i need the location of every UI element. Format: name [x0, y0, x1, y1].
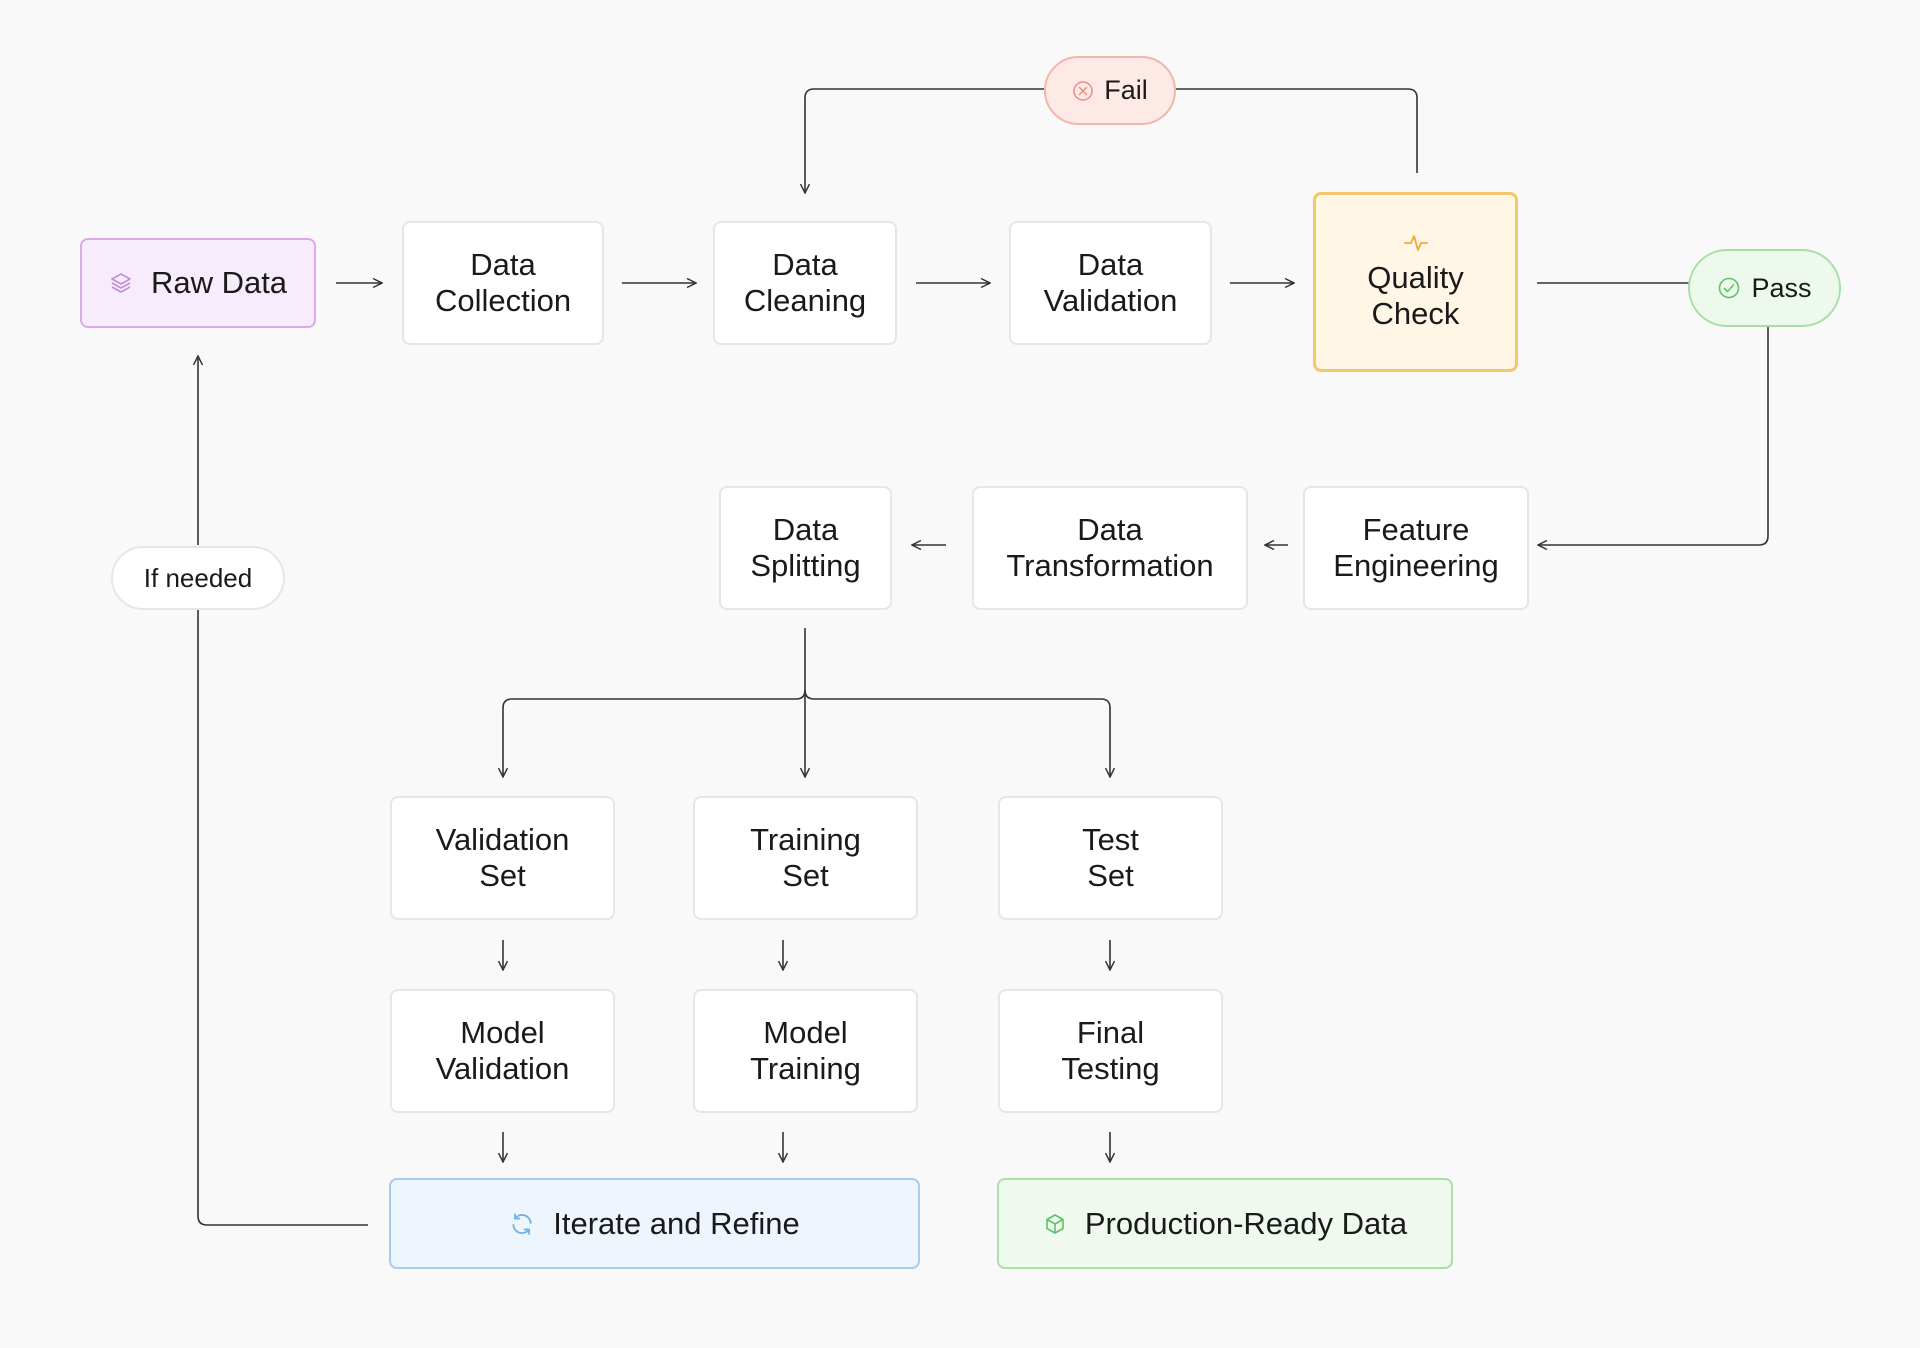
node-model-validation-label: Model Validation [435, 1015, 570, 1086]
if-needed-label: If needed [143, 562, 253, 593]
arrow-pass-to-feature [1538, 326, 1769, 545]
arrow-splitting-to-test [804, 689, 1110, 777]
node-data-validation-label: Data Validation [1043, 247, 1178, 318]
layers-icon [109, 271, 133, 295]
x-circle-icon [1072, 80, 1094, 102]
node-data-splitting[interactable]: Data Splitting [719, 486, 892, 610]
node-quality-check[interactable]: Quality Check [1313, 192, 1518, 372]
line-iterate-to-ifneeded [197, 610, 368, 1226]
node-validation-set[interactable]: Validation Set [390, 796, 615, 920]
node-data-splitting-label: Data Splitting [750, 512, 861, 583]
node-test-set[interactable]: Test Set [998, 796, 1223, 920]
node-model-training[interactable]: Model Training [693, 989, 918, 1113]
node-raw-data[interactable]: Raw Data [80, 238, 316, 328]
node-data-transformation-label: Data Transformation [1006, 512, 1214, 583]
node-iterate-and-refine-label: Iterate and Refine [553, 1205, 800, 1241]
check-circle-icon [1717, 276, 1741, 300]
node-final-testing-label: Final Testing [1061, 1015, 1160, 1086]
node-validation-set-label: Validation Set [435, 822, 570, 893]
node-feature-engineering-label: Feature Engineering [1333, 512, 1499, 583]
node-iterate-and-refine[interactable]: Iterate and Refine [389, 1178, 920, 1269]
pass-badge: Pass [1688, 249, 1841, 327]
node-model-validation[interactable]: Model Validation [390, 989, 615, 1113]
node-feature-engineering[interactable]: Feature Engineering [1303, 486, 1529, 610]
node-raw-data-label: Raw Data [150, 265, 288, 300]
line-quality-to-fail [1176, 88, 1418, 173]
node-training-set-label: Training Set [750, 822, 861, 893]
cube-icon [1043, 1212, 1067, 1236]
arrow-fail-to-cleaning [805, 88, 1044, 193]
arrow-splitting-to-validation [503, 689, 806, 777]
node-data-cleaning-label: Data Cleaning [743, 247, 867, 318]
pulse-icon [1403, 232, 1429, 254]
node-production-ready-data-label: Production-Ready Data [1084, 1205, 1408, 1241]
node-production-ready-data[interactable]: Production-Ready Data [997, 1178, 1453, 1269]
node-final-testing[interactable]: Final Testing [998, 989, 1223, 1113]
refresh-icon [509, 1211, 535, 1237]
node-training-set[interactable]: Training Set [693, 796, 918, 920]
fail-badge: Fail [1044, 56, 1176, 125]
node-model-training-label: Model Training [750, 1015, 861, 1086]
node-data-collection-label: Data Collection [434, 247, 572, 318]
pass-label: Pass [1751, 272, 1812, 303]
node-data-validation[interactable]: Data Validation [1009, 221, 1212, 345]
node-quality-check-label: Quality Check [1367, 260, 1464, 331]
node-data-transformation[interactable]: Data Transformation [972, 486, 1248, 610]
node-data-cleaning[interactable]: Data Cleaning [713, 221, 897, 345]
if-needed-badge: If needed [111, 546, 285, 610]
node-test-set-label: Test Set [1082, 822, 1139, 893]
fail-label: Fail [1104, 75, 1148, 105]
node-data-collection[interactable]: Data Collection [402, 221, 604, 345]
